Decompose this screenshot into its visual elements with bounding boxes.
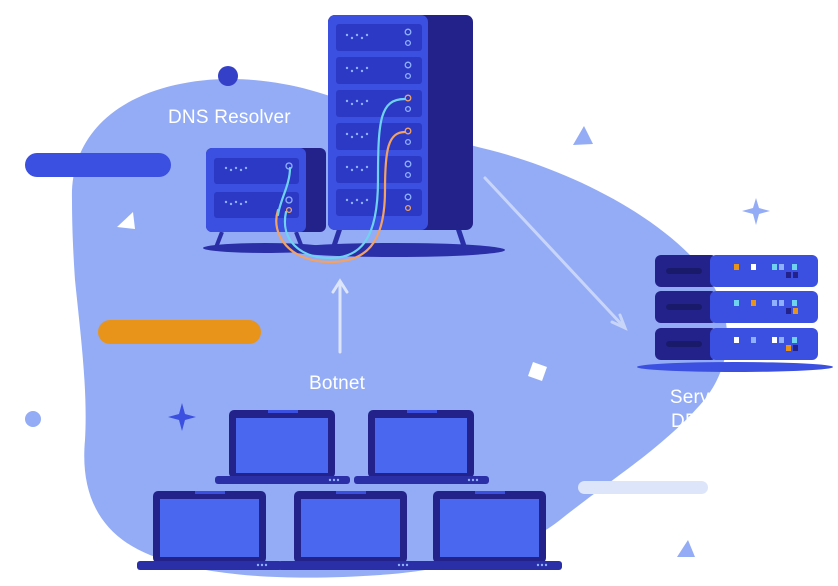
laptop (417, 491, 562, 570)
decor-triangle-white (117, 212, 135, 229)
target-server-unit-1 (655, 255, 818, 287)
laptop (137, 491, 282, 570)
decor-triangle-bottomright (677, 540, 695, 557)
network-cables (275, 97, 407, 264)
decor-dot-light (25, 411, 41, 427)
dns-resolver-label: DNS Resolver (168, 107, 291, 128)
target-server-unit-2 (655, 291, 818, 323)
laptop (278, 491, 423, 570)
botnet-label: Botnet (309, 373, 366, 394)
laptop (354, 410, 489, 484)
sparkle-icon-right (742, 198, 770, 225)
arrow-dns-to-target (483, 176, 628, 331)
decor-dot-navy (218, 66, 238, 86)
target-server-unit-3 (655, 328, 818, 360)
target-label-line1: Server under (669, 387, 783, 408)
target-server (637, 255, 833, 372)
decor-bar-light (578, 481, 708, 494)
decor-bar-blue (25, 153, 171, 177)
target-server-label: Server under DDoS Attack (656, 386, 796, 434)
arrow-botnet-to-dns (331, 278, 349, 354)
sparkle-icon-left (168, 403, 196, 431)
decor-diamond-white (528, 362, 547, 381)
decor-triangle-topright (573, 126, 593, 145)
target-label-line2: DDoS Attack (671, 411, 781, 432)
dns-resolver-rack (285, 15, 505, 257)
botnet-laptops (137, 410, 562, 570)
decor-bar-orange (98, 320, 261, 344)
laptop (215, 410, 350, 484)
